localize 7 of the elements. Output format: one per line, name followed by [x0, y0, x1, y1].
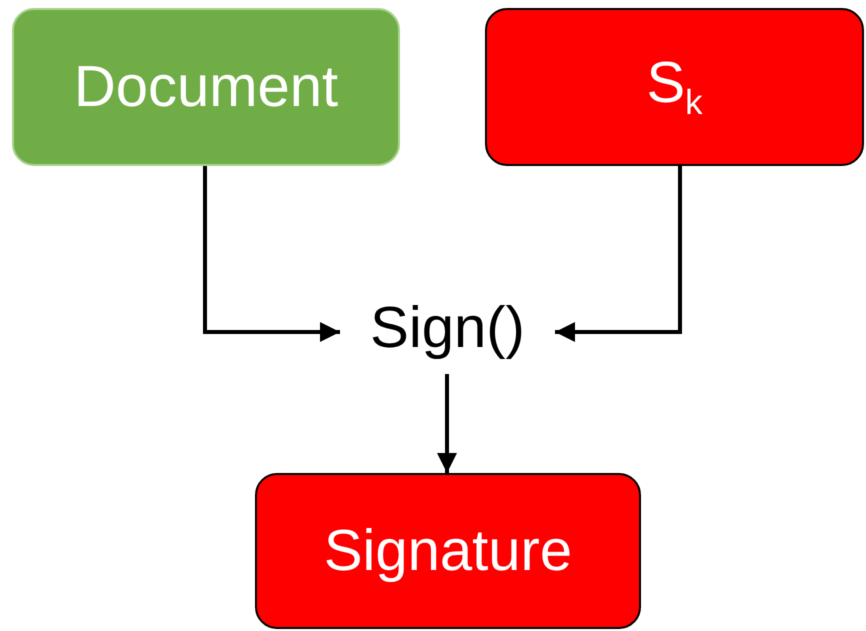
- arrow: [555, 166, 682, 342]
- process-box: Document: [12, 8, 400, 166]
- process-box: Signature: [255, 473, 641, 629]
- arrow: [437, 374, 457, 473]
- process-box: S$_{k}$: [485, 8, 864, 166]
- arrow: [203, 166, 340, 342]
- function-label: Sign(): [340, 282, 555, 374]
